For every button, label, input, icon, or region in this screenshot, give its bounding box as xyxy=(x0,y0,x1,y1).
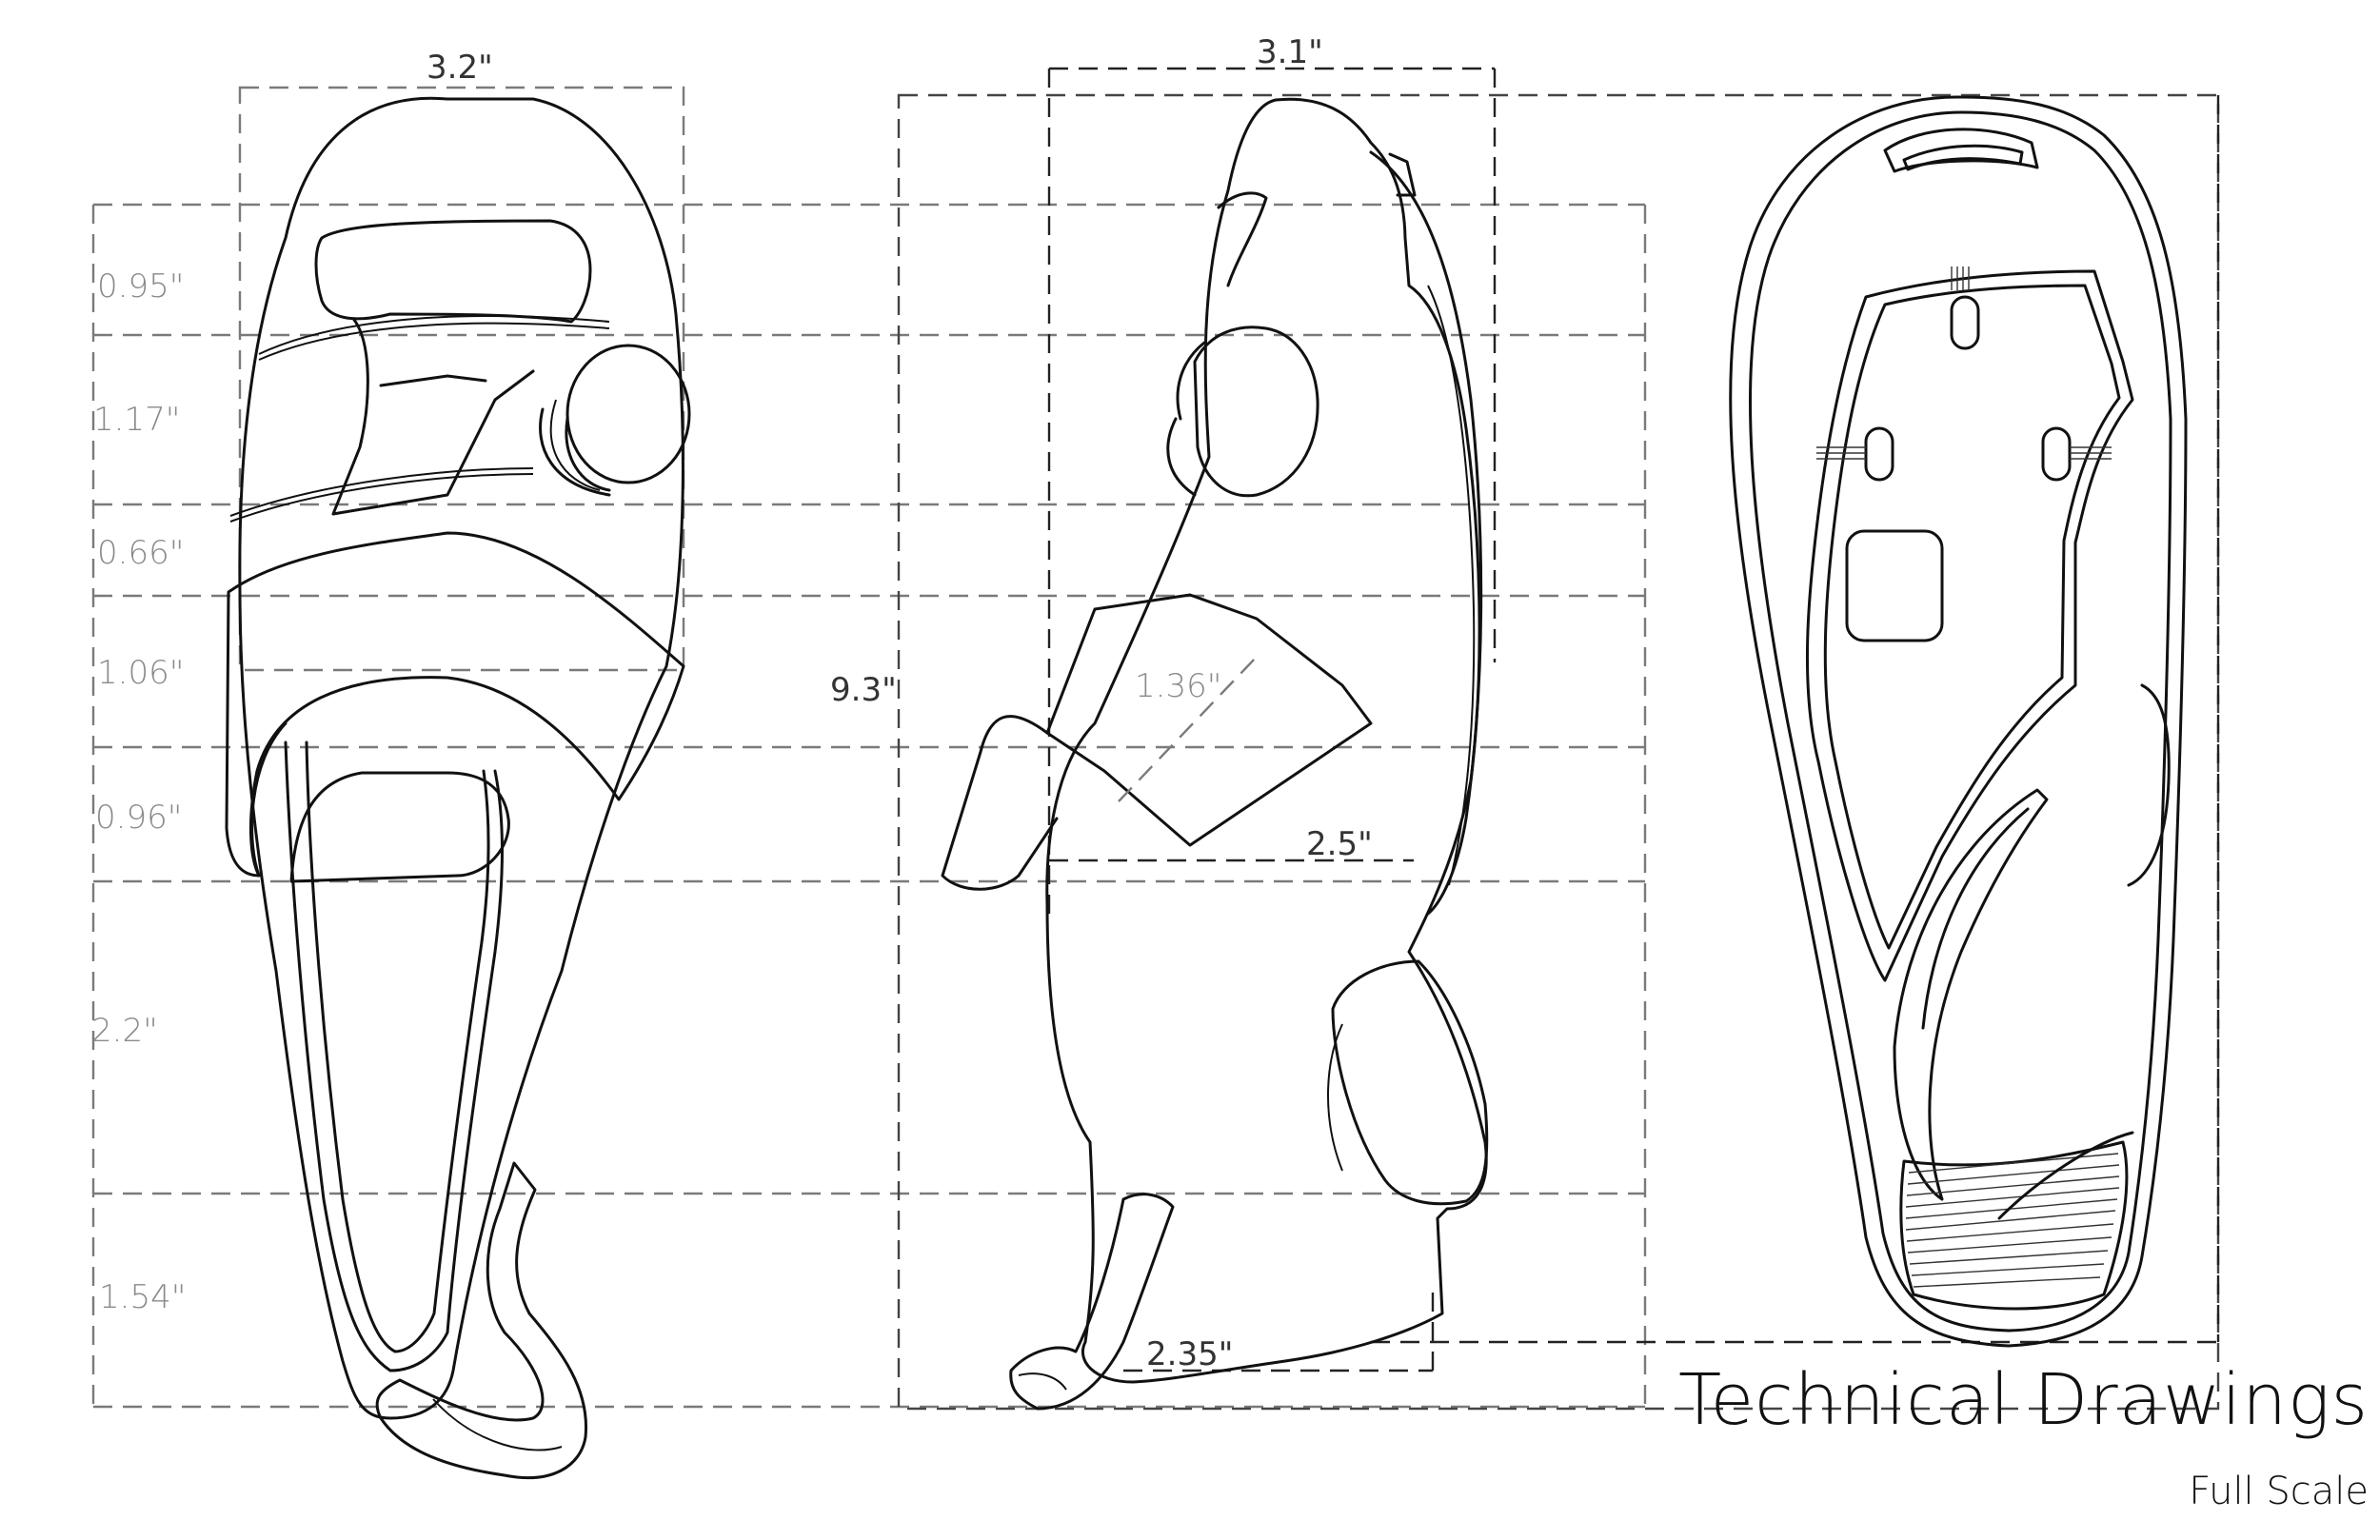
shoe-sole-view xyxy=(1729,95,2188,1348)
side-view-labels: 3.1" 9.3" 1.36" 2.5" 2.35" xyxy=(830,33,1373,1373)
sheet-title: Technical Drawings xyxy=(1678,1359,2369,1441)
heel-tread-hatching xyxy=(1905,1153,2120,1288)
side-width-label: 3.1" xyxy=(1257,33,1323,71)
side-view-dimension-grid xyxy=(897,67,2220,1411)
title-block: Technical Drawings Full Scale xyxy=(1678,1359,2369,1513)
segment-label-6: 2.2" xyxy=(91,1012,158,1050)
segment-label-2: 1.17" xyxy=(93,401,180,439)
segment-label-7: 1.54" xyxy=(99,1278,186,1316)
side-length-label: 9.3" xyxy=(830,671,897,709)
segment-label-3: 0.66" xyxy=(97,534,184,572)
shoe-side-view xyxy=(941,97,1489,1411)
top-width-label: 3.2" xyxy=(426,49,493,87)
mid-width-label: 2.5" xyxy=(1306,825,1373,863)
segment-label-5: 0.96" xyxy=(95,799,182,837)
segment-label-1: 0.95" xyxy=(97,267,184,306)
segment-label-4: 1.06" xyxy=(97,654,184,692)
heel-width-label: 2.35" xyxy=(1146,1335,1233,1373)
strap-width-label: 1.36" xyxy=(1135,667,1221,705)
sheet-subtitle: Full Scale xyxy=(2189,1470,2369,1513)
top-view-dimension-grid xyxy=(91,86,1647,1409)
cleat-plate-hatching xyxy=(1816,267,2112,460)
shoe-top-view xyxy=(225,96,691,1480)
top-view-labels: 3.2" 0.95" 1.17" 0.66" 1.06" 0.96" 2.2" … xyxy=(91,49,493,1316)
